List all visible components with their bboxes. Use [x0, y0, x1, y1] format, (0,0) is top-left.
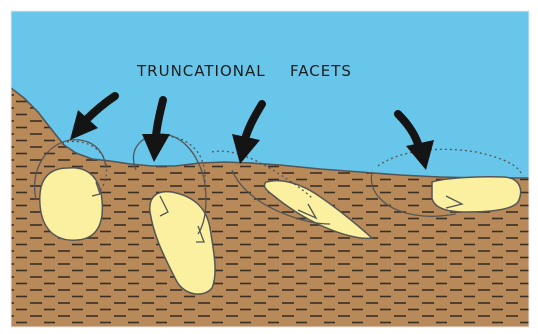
diagram-title-word-1: TRUNCATIONAL [136, 62, 266, 80]
diagram-title-word-2: FACETS [290, 62, 352, 80]
clast-4-body [432, 177, 521, 212]
clast-1-body [40, 168, 103, 240]
